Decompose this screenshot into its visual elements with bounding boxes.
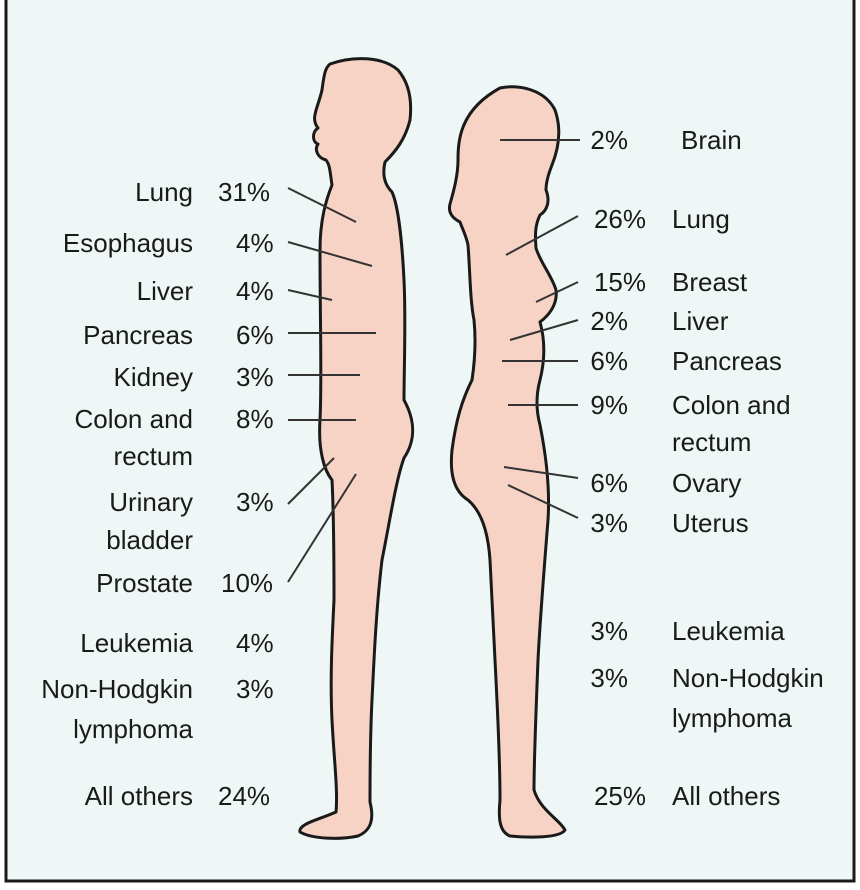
male-prostate-pct: 10%: [221, 568, 273, 598]
female-brain-label: Brain: [681, 125, 742, 155]
female-breast-pct: 15%: [594, 267, 646, 297]
male-lung-pct: 31%: [218, 177, 270, 207]
male-lung-label: Lung: [135, 177, 193, 207]
female-uterus-label: Uterus: [672, 508, 749, 538]
female-leukemia-pct: 3%: [590, 616, 628, 646]
male-nhl-label-line1: Non-Hodgkin: [41, 674, 193, 704]
male-others-pct: 24%: [218, 781, 270, 811]
female-others-pct: 25%: [594, 781, 646, 811]
female-colon-pct: 9%: [590, 390, 628, 420]
male-esophagus-pct: 4%: [236, 228, 274, 258]
female-liver-pct: 2%: [590, 306, 628, 336]
male-colon-label-line1: Colon and: [74, 404, 193, 434]
male-prostate-label: Prostate: [96, 568, 193, 598]
female-colon-label-line2: rectum: [672, 427, 751, 457]
male-nhl-label-line2: lymphoma: [73, 714, 193, 744]
male-others-label: All others: [85, 781, 193, 811]
male-bladder-label-line2: bladder: [106, 525, 193, 555]
female-breast-label: Breast: [672, 267, 748, 297]
male-colon-pct: 8%: [236, 404, 274, 434]
female-others-label: All others: [672, 781, 780, 811]
male-colon-label-line2: rectum: [114, 441, 193, 471]
male-kidney-pct: 3%: [236, 362, 274, 392]
male-bladder-label-line1: Urinary: [109, 487, 193, 517]
female-uterus-pct: 3%: [590, 508, 628, 538]
male-pancreas-pct: 6%: [236, 320, 274, 350]
female-nhl-pct: 3%: [590, 663, 628, 693]
female-nhl-label-line2: lymphoma: [672, 703, 792, 733]
female-brain-pct: 2%: [590, 125, 628, 155]
male-bladder-pct: 3%: [236, 487, 274, 517]
male-liver-label: Liver: [137, 276, 194, 306]
male-leukemia-pct: 4%: [236, 628, 274, 658]
female-ovary-label: Ovary: [672, 468, 741, 498]
male-esophagus-label: Esophagus: [63, 228, 193, 258]
female-pancreas-pct: 6%: [590, 346, 628, 376]
female-liver-label: Liver: [672, 306, 729, 336]
female-leukemia-label: Leukemia: [672, 616, 785, 646]
male-liver-pct: 4%: [236, 276, 274, 306]
female-lung-label: Lung: [672, 204, 730, 234]
male-kidney-label: Kidney: [114, 362, 194, 392]
female-pancreas-label: Pancreas: [672, 346, 782, 376]
male-pancreas-label: Pancreas: [83, 320, 193, 350]
male-leukemia-label: Leukemia: [80, 628, 193, 658]
male-nhl-pct: 3%: [236, 674, 274, 704]
female-colon-label-line1: Colon and: [672, 390, 791, 420]
female-ovary-pct: 6%: [590, 468, 628, 498]
female-lung-pct: 26%: [594, 204, 646, 234]
female-nhl-label-line1: Non-Hodgkin: [672, 663, 824, 693]
